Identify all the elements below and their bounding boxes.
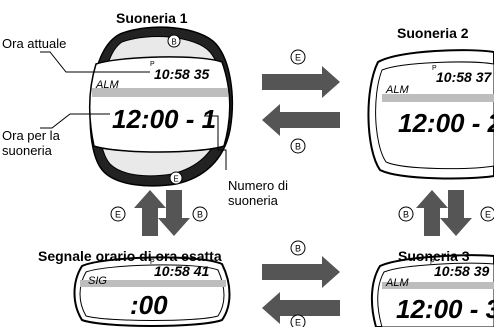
button-e-label: E <box>173 175 178 184</box>
arrow-down-right <box>440 190 472 236</box>
display-main: 12:00 - 2 <box>398 108 494 138</box>
watch-hourly-signal: SIG P 10:58 41 :00 <box>73 256 231 327</box>
display-current-time: 10:58 41 <box>154 263 209 279</box>
title-alarm2: Suoneria 2 <box>397 25 469 41</box>
display-mode: SIG <box>88 275 107 287</box>
pm-indicator: P <box>432 65 437 72</box>
display-mode: ALM <box>385 277 409 289</box>
arrow-right-top <box>262 66 340 98</box>
button-e-label: E <box>295 53 301 63</box>
title-alarm3: Suoneria 3 <box>398 248 470 264</box>
watch-alarm1: B E ALM P 10:58 35 12:00 - 1 <box>89 26 234 187</box>
display-main: 12:00 - 3 <box>396 294 494 324</box>
pm-indicator: P <box>150 259 155 266</box>
display-current-time: 10:58 35 <box>154 66 209 82</box>
callout-lines <box>40 51 227 170</box>
watch-alarm2: ALM P 10:58 37 12:00 - 2 <box>367 49 494 180</box>
arrow-left-bottom <box>262 292 340 324</box>
arrow-up-left <box>134 190 166 236</box>
arrow-left-top <box>262 104 340 136</box>
display-mode: ALM <box>95 79 119 91</box>
display-mode: ALM <box>385 84 409 96</box>
arrow-right-bottom <box>262 256 340 288</box>
display-current-time: 10:58 37 <box>436 69 492 85</box>
button-e-label: E <box>485 210 491 220</box>
button-b-label: B <box>295 244 301 254</box>
pm-indicator: P <box>430 259 435 266</box>
callout-alarm-number-line2: suoneria <box>228 193 278 208</box>
button-e-label: E <box>295 318 301 327</box>
callout-alarm-time-line2: suoneria <box>2 143 52 158</box>
button-e-label: E <box>115 210 121 220</box>
display-main: :00 <box>130 290 168 320</box>
watch-alarm3: ALM P 10:58 39 12:00 - 3 <box>370 254 494 327</box>
display-current-time: 10:58 39 <box>434 263 489 279</box>
pm-indicator: P <box>150 61 155 68</box>
arrow-down-left <box>158 190 190 236</box>
display-main: 12:00 - 1 <box>112 104 216 134</box>
button-b-label: B <box>171 38 176 47</box>
callout-current-time: Ora attuale <box>2 36 67 51</box>
callout-alarm-time-line1: Ora per la <box>2 128 60 143</box>
button-b-label: B <box>295 142 301 152</box>
callout-alarm-number-line1: Numero di <box>228 178 288 193</box>
button-b-label: B <box>197 210 203 220</box>
arrow-up-right <box>416 190 448 236</box>
button-b-label: B <box>403 210 409 220</box>
title-hourly-signal: Segnale orario di ora esatta <box>38 248 222 264</box>
button-markers <box>110 49 494 327</box>
title-alarm1: Suoneria 1 <box>116 10 188 26</box>
